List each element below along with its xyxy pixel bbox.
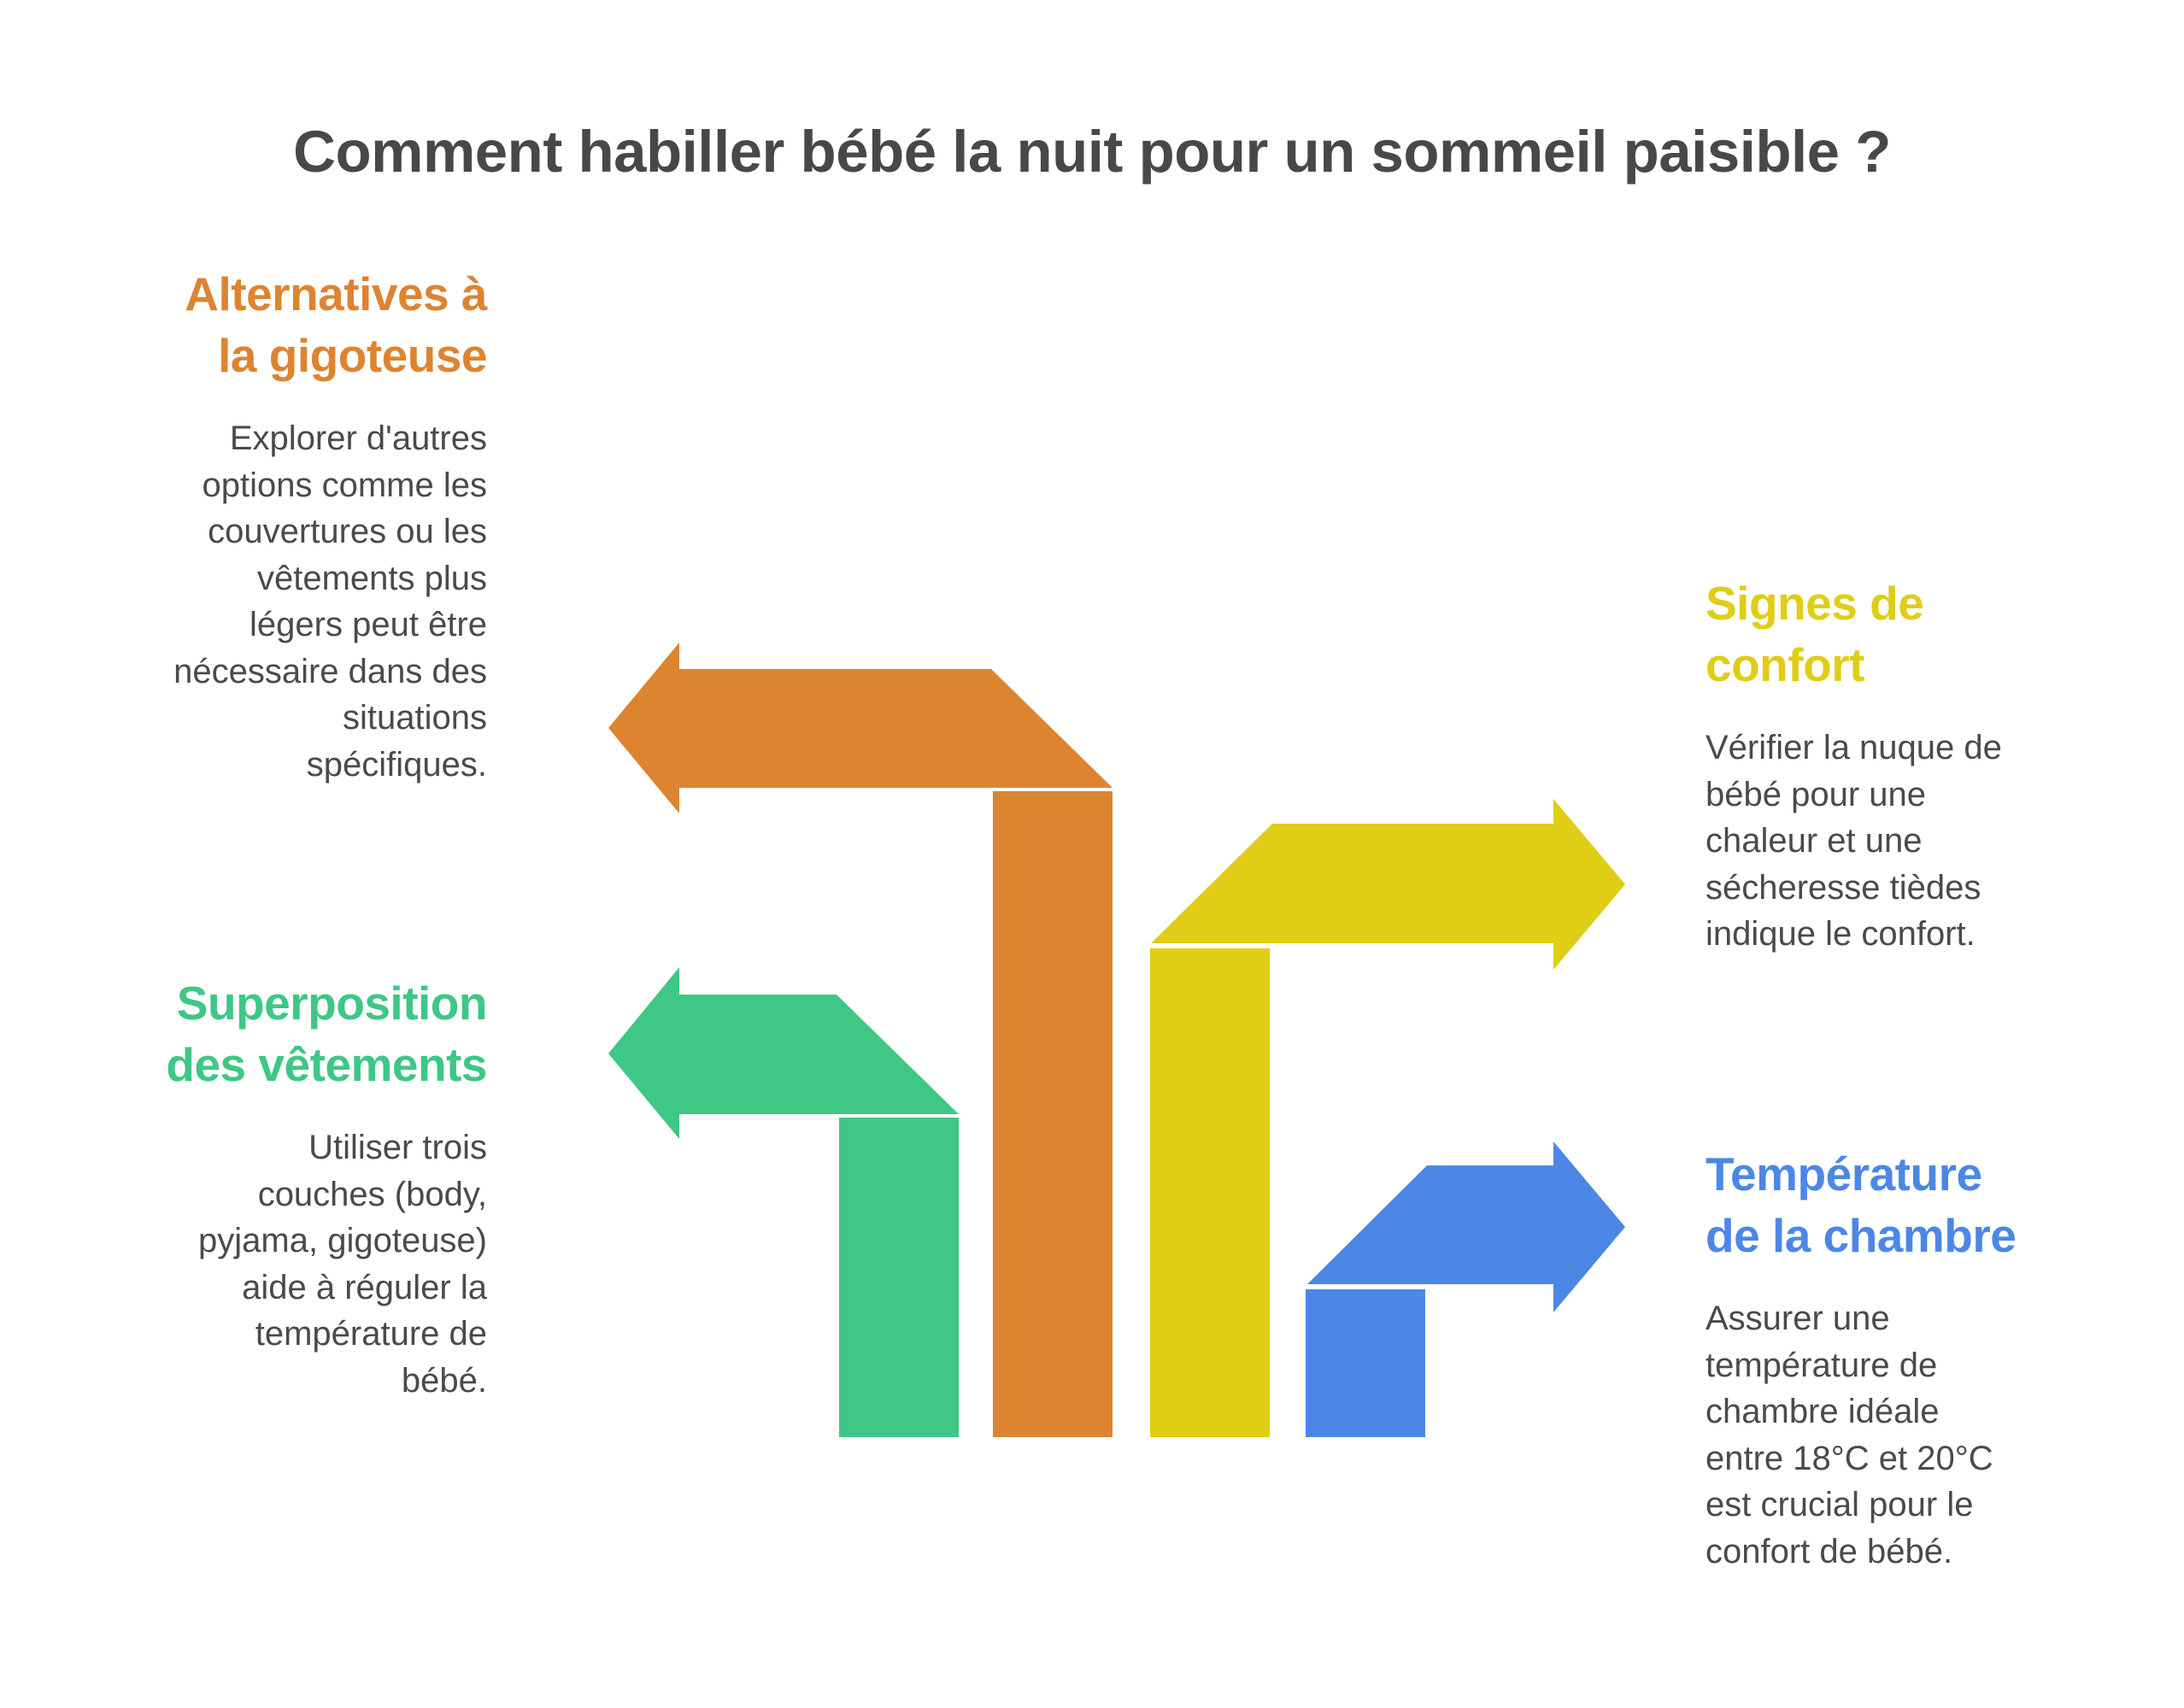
alternatives-description-line: options comme les [202,466,487,504]
superposition-description-line: bébé. [401,1361,487,1400]
temperature-description-line: Assurer une [1706,1300,1890,1337]
superposition-block: Superposition des vêtements Utiliser tro… [85,972,487,1404]
temperature-description: Assurer une température de chambre idéal… [1706,1295,2107,1575]
superposition-description-line: aide à réguler la [242,1268,487,1306]
alternatives-block: Alternatives à la gigoteuse Explorer d'a… [85,263,487,788]
superposition-description-line: Utiliser trois [308,1129,487,1166]
superposition-description: Utiliser trois couches (body, pyjama, gi… [85,1124,487,1404]
temperature-description-line: est crucial pour le [1706,1486,1974,1523]
superposition-heading-line: des vêtements [166,1038,487,1091]
alternatives-heading-line: Alternatives à [185,267,487,320]
temperature-description-line: confort de bébé. [1706,1532,1953,1570]
signes-heading-line: confort [1706,638,1864,691]
signes-arrow [1151,799,1625,970]
superposition-description-line: couches (body, [257,1175,487,1213]
temperature-description-line: entre 18°C et 20°C [1706,1439,1993,1477]
temperature-description-line: chambre idéale [1706,1393,1940,1430]
alternatives-description-line: légers peut être [250,606,487,643]
signes-description: Vérifier la nuque de bébé pour une chale… [1706,725,2107,958]
alternatives-bar [993,791,1113,1437]
signes-description-line: Vérifier la nuque de [1706,729,2002,766]
signes-block: Signes de confort Vérifier la nuque de b… [1706,572,2107,958]
superposition-arrow [608,967,959,1139]
signes-description-line: indique le confort. [1706,915,1976,953]
alternatives-description-line: Explorer d'autres [229,420,487,457]
alternatives-description-line: spécifiques. [306,745,487,784]
temperature-block: Température de la chambre Assurer une te… [1706,1143,2107,1575]
superposition-description-line: pyjama, gigoteuse) [198,1222,487,1259]
temperature-heading-line: Température [1706,1147,1982,1200]
superposition-heading-line: Superposition [176,977,488,1030]
temperature-bar [1306,1289,1425,1437]
signes-heading: Signes de confort [1706,572,2107,696]
alternatives-arrow [608,643,1113,813]
signes-heading-line: Signes de [1706,577,1924,630]
temperature-description-line: température de [1706,1346,1938,1384]
temperature-heading: Température de la chambre [1706,1143,2107,1266]
alternatives-description: Explorer d'autres options comme les couv… [85,415,487,788]
alternatives-description-line: situations [343,699,487,737]
temperature-arrow [1307,1142,1625,1312]
alternatives-description-line: nécessaire dans des [173,652,487,690]
superposition-heading: Superposition des vêtements [85,972,487,1095]
alternatives-heading: Alternatives à la gigoteuse [85,263,487,386]
alternatives-description-line: vêtements plus [256,559,487,597]
superposition-description-line: température de [255,1315,487,1353]
temperature-heading-line: de la chambre [1706,1209,2017,1262]
signes-description-line: chaleur et une [1706,822,1923,860]
superposition-bar [839,1118,959,1437]
alternatives-heading-line: la gigoteuse [218,329,487,382]
signes-bar [1150,948,1270,1437]
alternatives-description-line: couvertures ou les [208,513,487,550]
signes-description-line: bébé pour une [1706,775,1927,813]
page-title: Comment habiller bébé la nuit pour un so… [293,119,1891,185]
signes-description-line: sécheresse tièdes [1706,868,1981,907]
